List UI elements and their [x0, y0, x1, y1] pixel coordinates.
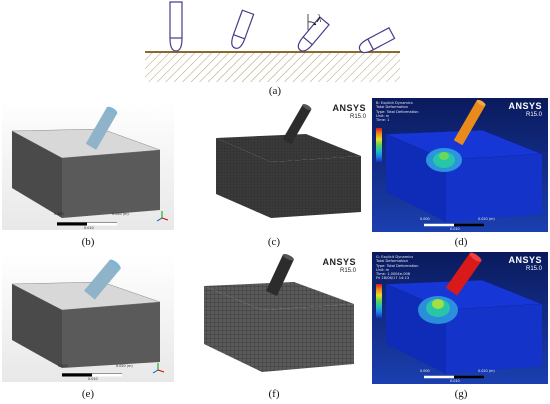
ansys-brand: ANSYS: [332, 103, 366, 113]
deformation-result-d: [385, 99, 543, 227]
scale-left: 0.000: [54, 212, 64, 216]
panel-c: ANSYS R15.0: [176, 100, 372, 230]
panel-f: ANSYS R15.0: [186, 254, 362, 382]
mesh-front: [271, 156, 361, 218]
tool-tilt-62: [358, 26, 396, 54]
scale-mid: 0.010: [84, 226, 94, 230]
header-line: Fri 28/08/17 14:13: [376, 276, 410, 281]
tool-orientation-schematic: λ: [145, 1, 400, 82]
scale-left: 0.000: [58, 364, 68, 368]
ansys-logo: ANSYS R15.0: [332, 103, 366, 121]
ansys-brand: ANSYS: [134, 103, 168, 113]
axis-triad: [152, 363, 165, 374]
mesh-top: [204, 282, 354, 310]
ansys-brand: ANSYS: [508, 101, 542, 111]
ansys-version: R15.0: [349, 114, 366, 120]
ansys-logo: ANSYS R15.0: [322, 257, 356, 275]
scale-right: 0.020 (m): [112, 212, 129, 216]
deformation-result-g: [385, 252, 543, 379]
header-line: Unit: m: [376, 113, 390, 118]
ground-hatch: [145, 52, 400, 82]
angle-arrow: [313, 22, 316, 25]
result-front: [446, 154, 542, 222]
tool-tilt-20: [231, 9, 255, 49]
block-front: [62, 150, 160, 218]
panel-b: ANSYS R15.0 0.000 0.010 0.020 (m): [2, 100, 174, 230]
axis-triad: [156, 211, 169, 222]
scale-left: 0.000: [420, 217, 430, 221]
header-line: Time: 1: [376, 118, 390, 123]
color-legend: [376, 128, 382, 162]
angle-label: λ: [316, 14, 322, 25]
tool-f: [266, 254, 294, 296]
tool-c: [282, 104, 312, 145]
panel-g: G: Explicit Dynamics Total Deformation T…: [372, 252, 548, 384]
ansys-logo: ANSYS R15.0: [134, 257, 168, 275]
ansys-brand: ANSYS: [508, 255, 542, 265]
result-front: [446, 304, 542, 374]
ansys-version: R15.0: [525, 112, 542, 118]
mesh-front: [262, 304, 354, 372]
caption-e: (e): [81, 388, 95, 400]
tool-vertical: [169, 1, 183, 52]
header-line: Type: Total Deformation: [376, 109, 419, 114]
header-line: Time: 1.0004e-006: [376, 272, 411, 277]
block-side: [12, 284, 62, 368]
panel-d: B: Explicit Dynamics Total Deformation T…: [372, 98, 548, 232]
scale-mid: 0.010: [450, 227, 460, 231]
tool-tilt-40: [297, 16, 330, 52]
color-legend: [376, 284, 382, 318]
result-header: G: Explicit Dynamics Total Deformation T…: [376, 255, 419, 281]
header-line: Total Deformation: [376, 105, 408, 110]
block-model-e: [11, 259, 165, 377]
mesh-model-c: [216, 104, 361, 218]
header-line: Total Deformation: [376, 259, 408, 264]
block-side: [12, 131, 62, 218]
ansys-logo: ANSYS R15.0: [134, 103, 168, 121]
ansys-logo: ANSYS R15.0: [508, 101, 542, 119]
header-line: G: Explicit Dynamics: [376, 255, 414, 259]
ansys-version: R15.0: [339, 268, 356, 274]
caption-a: (a): [268, 85, 282, 97]
caption-g: (g): [454, 388, 468, 400]
mesh-side: [216, 138, 271, 218]
scale-right: 0.020 (m): [478, 369, 495, 373]
tool-d: [453, 99, 486, 146]
ansys-version: R15.0: [525, 266, 542, 272]
tool-g: [445, 252, 482, 296]
mesh-model-f: [204, 254, 354, 372]
caption-f: (f): [268, 388, 280, 400]
caption-b: (b): [81, 236, 95, 248]
ansys-brand: ANSYS: [134, 257, 168, 267]
caption-c: (c): [267, 236, 281, 248]
mesh-side: [204, 286, 262, 372]
tool-e: [84, 259, 121, 300]
scale-mid: 0.010: [88, 377, 98, 381]
scale-mid: 0.010: [450, 379, 460, 383]
block-front: [62, 302, 160, 368]
tool-b: [85, 106, 118, 150]
contour-inner: [432, 299, 444, 309]
scale-right: 0.020 (m): [116, 364, 133, 368]
ansys-logo: ANSYS R15.0: [508, 255, 542, 273]
header-line: Unit: m: [376, 267, 390, 272]
panel-e: ANSYS R15.0 0.000 0.010 0.020 (m): [2, 254, 174, 382]
contour-inner: [439, 152, 449, 160]
ansys-version: R15.0: [151, 114, 168, 120]
header-line: Type: Total Deformation: [376, 263, 419, 268]
header-line: B: Explicit Dynamics: [376, 101, 413, 105]
block-model-b: [11, 106, 169, 226]
result-header: B: Explicit Dynamics Total Deformation T…: [376, 101, 419, 122]
caption-d: (d): [454, 236, 468, 248]
scale-left: 0.000: [420, 369, 430, 373]
scale-right: 0.020 (m): [478, 217, 495, 221]
mesh-top: [216, 134, 361, 162]
ansys-version: R15.0: [151, 268, 168, 274]
ansys-brand: ANSYS: [322, 257, 356, 267]
diagram-a: λ: [120, 0, 420, 82]
